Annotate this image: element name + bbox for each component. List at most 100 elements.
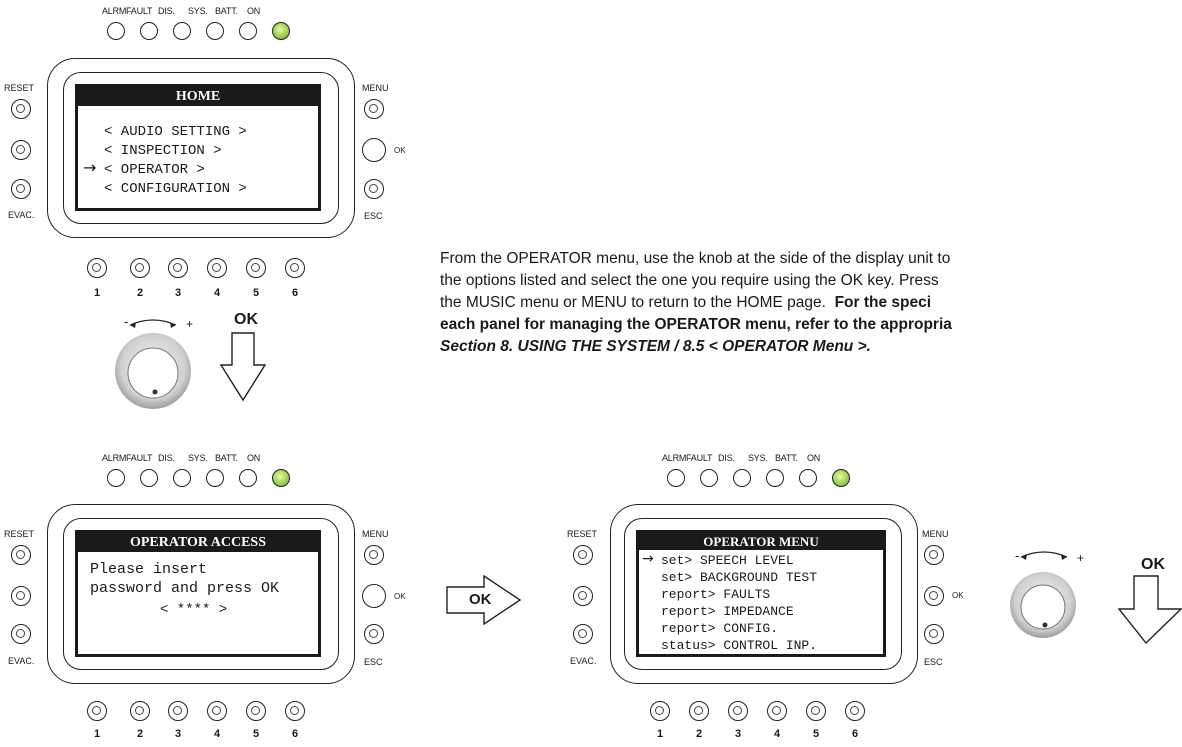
- menu-item-inspection[interactable]: < INSPECTION >: [104, 143, 222, 159]
- alarm-led: [107, 22, 125, 40]
- zone-button-3[interactable]: [728, 701, 748, 721]
- reset-button[interactable]: [11, 545, 31, 565]
- menu-item-speech-level[interactable]: set> SPEECH LEVEL: [661, 553, 794, 568]
- zone-button-2[interactable]: [130, 701, 150, 721]
- selection-arrow-icon: →: [642, 551, 654, 567]
- knob-plus-label: +: [186, 317, 194, 331]
- alarm-led: [667, 469, 685, 487]
- system-led: [206, 22, 224, 40]
- menu-item-impedance[interactable]: report> IMPEDANCE: [661, 604, 794, 619]
- led-label-dis: DIS.: [718, 453, 735, 463]
- ok-button[interactable]: [924, 586, 944, 606]
- zone-button-1[interactable]: [87, 701, 107, 721]
- ok-label: OK: [394, 592, 406, 601]
- reset-button[interactable]: [573, 545, 593, 565]
- evac-button[interactable]: [11, 624, 31, 644]
- ok-arrow-label: OK: [469, 591, 492, 608]
- evac-label: EVAC.: [8, 210, 35, 220]
- menu-item-config[interactable]: report> CONFIG.: [661, 621, 779, 636]
- battery-led: [239, 469, 257, 487]
- zone-button-6[interactable]: [845, 701, 865, 721]
- ok-arrow-label: OK: [234, 311, 258, 328]
- zone-button-2[interactable]: [689, 701, 709, 721]
- reset-button[interactable]: [11, 99, 31, 119]
- lcd-screen: OPERATOR MENU → set> SPEECH LEVEL set> B…: [636, 530, 886, 657]
- zone-button-6[interactable]: [285, 701, 305, 721]
- led-label-sys: SYS.: [748, 453, 768, 463]
- silence-button[interactable]: [11, 140, 31, 160]
- fault-led: [140, 22, 158, 40]
- menu-label: MENU: [362, 529, 389, 539]
- zone-button-3[interactable]: [168, 701, 188, 721]
- menu-item-operator[interactable]: < OPERATOR >: [104, 162, 205, 178]
- reset-label: RESET: [567, 529, 598, 539]
- evac-button[interactable]: [11, 179, 31, 199]
- menu-item-background-test[interactable]: set> BACKGROUND TEST: [661, 570, 818, 585]
- status-led-row: ALRM FAULT DIS. SYS. BATT. ON: [102, 453, 302, 493]
- zone-label-6: 6: [291, 728, 299, 740]
- zone-button-6[interactable]: [285, 258, 305, 278]
- rotary-knob-icon[interactable]: [110, 316, 200, 416]
- instruction-line-1: From the OPERATOR menu, use the knob at …: [440, 250, 951, 267]
- system-led: [766, 469, 784, 487]
- password-field[interactable]: < **** >: [160, 602, 228, 618]
- menu-button[interactable]: [924, 545, 944, 565]
- zone-button-5[interactable]: [246, 701, 266, 721]
- disabled-led: [173, 22, 191, 40]
- zone-label-1: 1: [656, 728, 664, 740]
- instruction-text: From the OPERATOR menu, use the knob at …: [440, 248, 1182, 358]
- led-label-fault: FAULT: [686, 453, 713, 463]
- power-on-led: [832, 469, 850, 487]
- zone-button-1[interactable]: [650, 701, 670, 721]
- alarm-led: [107, 469, 125, 487]
- instruction-line-5: Section 8. USING THE SYSTEM / 8.5 < OPER…: [440, 338, 871, 355]
- zone-button-4[interactable]: [767, 701, 787, 721]
- knob-minus-label: -: [124, 314, 129, 329]
- screen-title: HOME: [78, 87, 318, 106]
- led-label-sys: SYS.: [188, 453, 208, 463]
- zone-button-5[interactable]: [806, 701, 826, 721]
- esc-label: ESC: [364, 657, 383, 667]
- led-label-batt: BATT.: [215, 453, 238, 463]
- zone-label-3: 3: [734, 728, 742, 740]
- fault-led: [700, 469, 718, 487]
- zone-button-4[interactable]: [207, 701, 227, 721]
- zone-label-2: 2: [136, 728, 144, 740]
- down-arrow-icon: [1118, 575, 1182, 645]
- evac-button[interactable]: [573, 624, 593, 644]
- led-label-dis: DIS.: [158, 453, 175, 463]
- display-bezel: [63, 518, 339, 670]
- led-label-sys: SYS.: [188, 6, 208, 16]
- menu-item-control-inputs[interactable]: status> CONTROL INP.: [661, 638, 818, 653]
- right-arrow-icon: [446, 575, 522, 625]
- zone-button-3[interactable]: [168, 258, 188, 278]
- knob-plus-label: +: [1077, 551, 1085, 565]
- menu-item-audio-setting[interactable]: < AUDIO SETTING >: [104, 124, 247, 140]
- silence-button[interactable]: [573, 586, 593, 606]
- zone-button-5[interactable]: [246, 258, 266, 278]
- esc-button[interactable]: [364, 179, 384, 199]
- esc-button[interactable]: [924, 624, 944, 644]
- zone-button-1[interactable]: [87, 258, 107, 278]
- fault-led: [140, 469, 158, 487]
- rotary-knob-icon[interactable]: [1002, 548, 1092, 648]
- menu-item-faults[interactable]: report> FAULTS: [661, 587, 771, 602]
- zone-label-5: 5: [252, 728, 260, 740]
- reset-label: RESET: [4, 83, 35, 93]
- silence-button[interactable]: [11, 586, 31, 606]
- menu-item-configuration[interactable]: < CONFIGURATION >: [104, 181, 247, 197]
- reset-label: RESET: [4, 529, 35, 539]
- zone-label-4: 4: [773, 728, 781, 740]
- ok-button[interactable]: [362, 138, 386, 162]
- zone-label-3: 3: [174, 287, 182, 299]
- zone-button-4[interactable]: [207, 258, 227, 278]
- ok-button[interactable]: [362, 584, 386, 608]
- menu-button[interactable]: [364, 545, 384, 565]
- power-on-led: [272, 469, 290, 487]
- menu-button[interactable]: [364, 99, 384, 119]
- zone-label-4: 4: [213, 287, 221, 299]
- prompt-line-1: Please insert: [90, 561, 208, 578]
- zone-button-2[interactable]: [130, 258, 150, 278]
- zone-label-5: 5: [812, 728, 820, 740]
- esc-button[interactable]: [364, 624, 384, 644]
